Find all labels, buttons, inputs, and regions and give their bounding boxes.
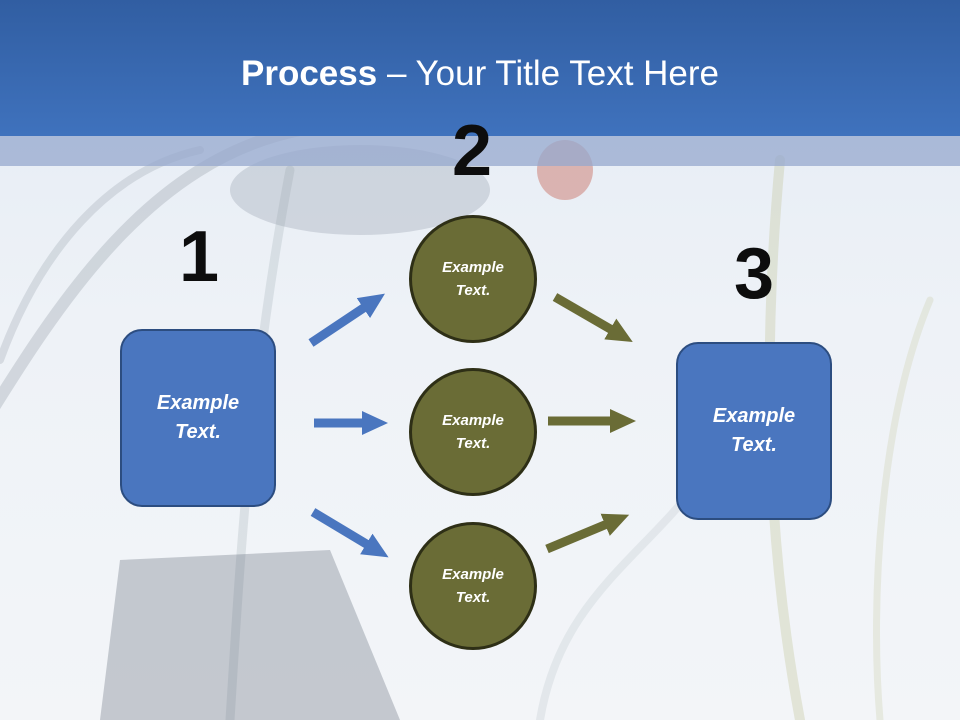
circle-middle-line2: Text. bbox=[455, 435, 491, 452]
slide-title: Process – Your Title Text Here bbox=[0, 52, 960, 96]
title-bar bbox=[0, 0, 960, 136]
circle-bottom-line1: Example bbox=[442, 566, 504, 583]
box-right-line1: Example bbox=[712, 405, 796, 427]
circle-top-line2: Text. bbox=[455, 282, 491, 299]
right-arrow-icon bbox=[310, 508, 389, 558]
right-arrow-icon bbox=[308, 293, 385, 347]
title-bold: Process bbox=[241, 54, 378, 93]
title-rest: – Your Title Text Here bbox=[377, 54, 719, 93]
process-circle-bottom: Example Text. bbox=[409, 522, 537, 650]
right-arrow-icon bbox=[552, 293, 633, 343]
process-circle-top: Example Text. bbox=[409, 215, 537, 343]
process-box-right: Example Text. bbox=[676, 342, 832, 520]
right-arrow-icon bbox=[545, 513, 630, 554]
step-number-2: 2 bbox=[451, 111, 493, 191]
step-number-3: 3 bbox=[733, 234, 775, 314]
circle-bottom-line2: Text. bbox=[455, 589, 491, 606]
box-left-line2: Text. bbox=[175, 421, 221, 443]
box-left-line1: Example bbox=[156, 392, 240, 414]
box-right-line2: Text. bbox=[731, 434, 777, 456]
process-box-left: Example Text. bbox=[120, 329, 276, 507]
circle-top-line1: Example bbox=[442, 259, 504, 276]
process-circle-middle: Example Text. bbox=[409, 368, 537, 496]
circle-middle-line1: Example bbox=[442, 412, 504, 429]
title-band bbox=[0, 136, 960, 166]
step-number-1: 1 bbox=[178, 217, 220, 297]
